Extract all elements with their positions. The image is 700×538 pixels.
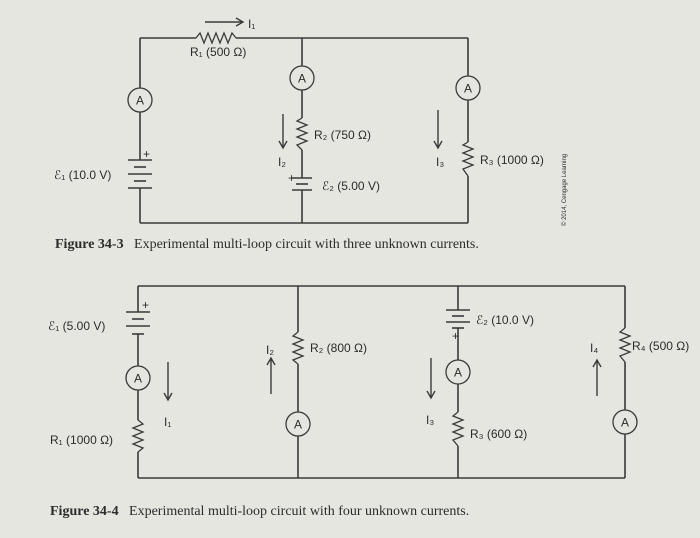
fig2-battery-e1 bbox=[126, 311, 150, 335]
fig2-caption-text: Experimental multi-loop circuit with fou… bbox=[129, 504, 469, 519]
fig1-caption-number: Figure 34-3 bbox=[55, 237, 124, 252]
fig2-r3-resistor bbox=[451, 411, 465, 447]
fig1-caption: Figure 34-3 Experimental multi-loop circ… bbox=[55, 235, 479, 252]
fig2-e1-plus: + bbox=[142, 298, 149, 312]
fig1-r2-label: R₂ (750 Ω) bbox=[314, 128, 371, 142]
fig2-battery-e2 bbox=[446, 309, 470, 329]
fig1-caption-text: Experimental multi-loop circuit with thr… bbox=[134, 237, 479, 252]
fig2-caption-number: Figure 34-4 bbox=[50, 504, 119, 519]
fig2-e2-plus: + bbox=[452, 329, 459, 343]
fig1-battery-e2 bbox=[292, 177, 312, 191]
figure-34-4: + ℰ₁ (5.00 V) A I₁ R₁ (1000 Ω) R₂ (800 Ω… bbox=[48, 285, 689, 519]
fig1-ammeter-middle bbox=[289, 65, 315, 91]
fig1-e2-plus: + bbox=[288, 171, 295, 185]
fig2-ammeter-right-label: A bbox=[621, 416, 629, 430]
fig1-credit: © 2014, Cengage Learning bbox=[561, 154, 568, 226]
fig1-i2-label: I₂ bbox=[278, 155, 286, 169]
fig2-ammeter-right bbox=[612, 409, 638, 435]
fig1-r3-label: R₃ (1000 Ω) bbox=[480, 153, 544, 167]
fig1-i3-arrow bbox=[433, 110, 443, 150]
fig1-e2-label: ℰ₂ (5.00 V) bbox=[322, 179, 380, 193]
fig2-e2-label: ℰ₂ (10.0 V) bbox=[476, 313, 534, 327]
fig2-ammeter-branch3-label: A bbox=[454, 366, 462, 380]
fig1-ammeter-right bbox=[455, 75, 481, 101]
fig2-ammeter-branch2-label: A bbox=[294, 418, 302, 432]
fig2-caption: Figure 34-4 Experimental multi-loop circ… bbox=[50, 502, 469, 519]
fig1-i3-label: I₃ bbox=[436, 155, 444, 169]
fig2-ammeter-left bbox=[125, 365, 151, 391]
fig1-r1-resistor bbox=[195, 31, 237, 45]
fig1-ammeter-middle-label: A bbox=[298, 72, 306, 86]
fig2-i1-label: I₁ bbox=[164, 415, 171, 429]
fig2-i1-arrow bbox=[163, 362, 173, 402]
fig2-i3-arrow bbox=[426, 358, 436, 400]
fig2-r4-resistor bbox=[618, 327, 632, 363]
fig1-i1-arrow bbox=[205, 17, 245, 27]
fig1-r3-resistor bbox=[461, 141, 475, 177]
figure-34-3: I₁ R₁ (500 Ω) A A A + ℰ₁ (10.0 V) R₂ (75… bbox=[54, 17, 568, 252]
fig2-r1-resistor bbox=[131, 419, 145, 453]
fig2-r1-label: R₁ (1000 Ω) bbox=[50, 433, 113, 447]
fig1-i2-arrow bbox=[278, 114, 288, 150]
fig2-e1-label: ℰ₁ (5.00 V) bbox=[48, 319, 105, 333]
fig1-ammeter-left-label: A bbox=[136, 94, 144, 108]
fig2-r2-resistor bbox=[291, 331, 305, 365]
fig2-ammeter-left-label: A bbox=[134, 372, 142, 386]
fig2-ammeter-branch2 bbox=[285, 411, 311, 437]
fig2-i2-label: I₂ bbox=[266, 343, 274, 357]
fig1-ammeter-left bbox=[127, 87, 153, 113]
fig1-battery-e1 bbox=[128, 159, 152, 189]
fig1-ammeter-right-label: A bbox=[464, 82, 472, 96]
fig2-i4-arrow bbox=[592, 358, 602, 396]
fig2-r2-label: R₂ (800 Ω) bbox=[310, 341, 367, 355]
fig1-e1-plus: + bbox=[143, 147, 150, 161]
fig2-r4-label: R₄ (500 Ω) bbox=[632, 339, 689, 353]
fig2-i2-arrow bbox=[266, 356, 276, 394]
fig2-ammeter-branch3 bbox=[445, 359, 471, 385]
fig1-r1-label: R₁ (500 Ω) bbox=[190, 45, 246, 59]
fig1-e1-label: ℰ₁ (10.0 V) bbox=[54, 168, 111, 182]
fig1-r2-resistor bbox=[295, 117, 309, 151]
fig2-r3-label: R₃ (600 Ω) bbox=[470, 427, 527, 441]
fig2-i4-label: I₄ bbox=[590, 341, 598, 355]
fig1-i1-label: I₁ bbox=[248, 17, 255, 31]
fig2-i3-label: I₃ bbox=[426, 413, 434, 427]
